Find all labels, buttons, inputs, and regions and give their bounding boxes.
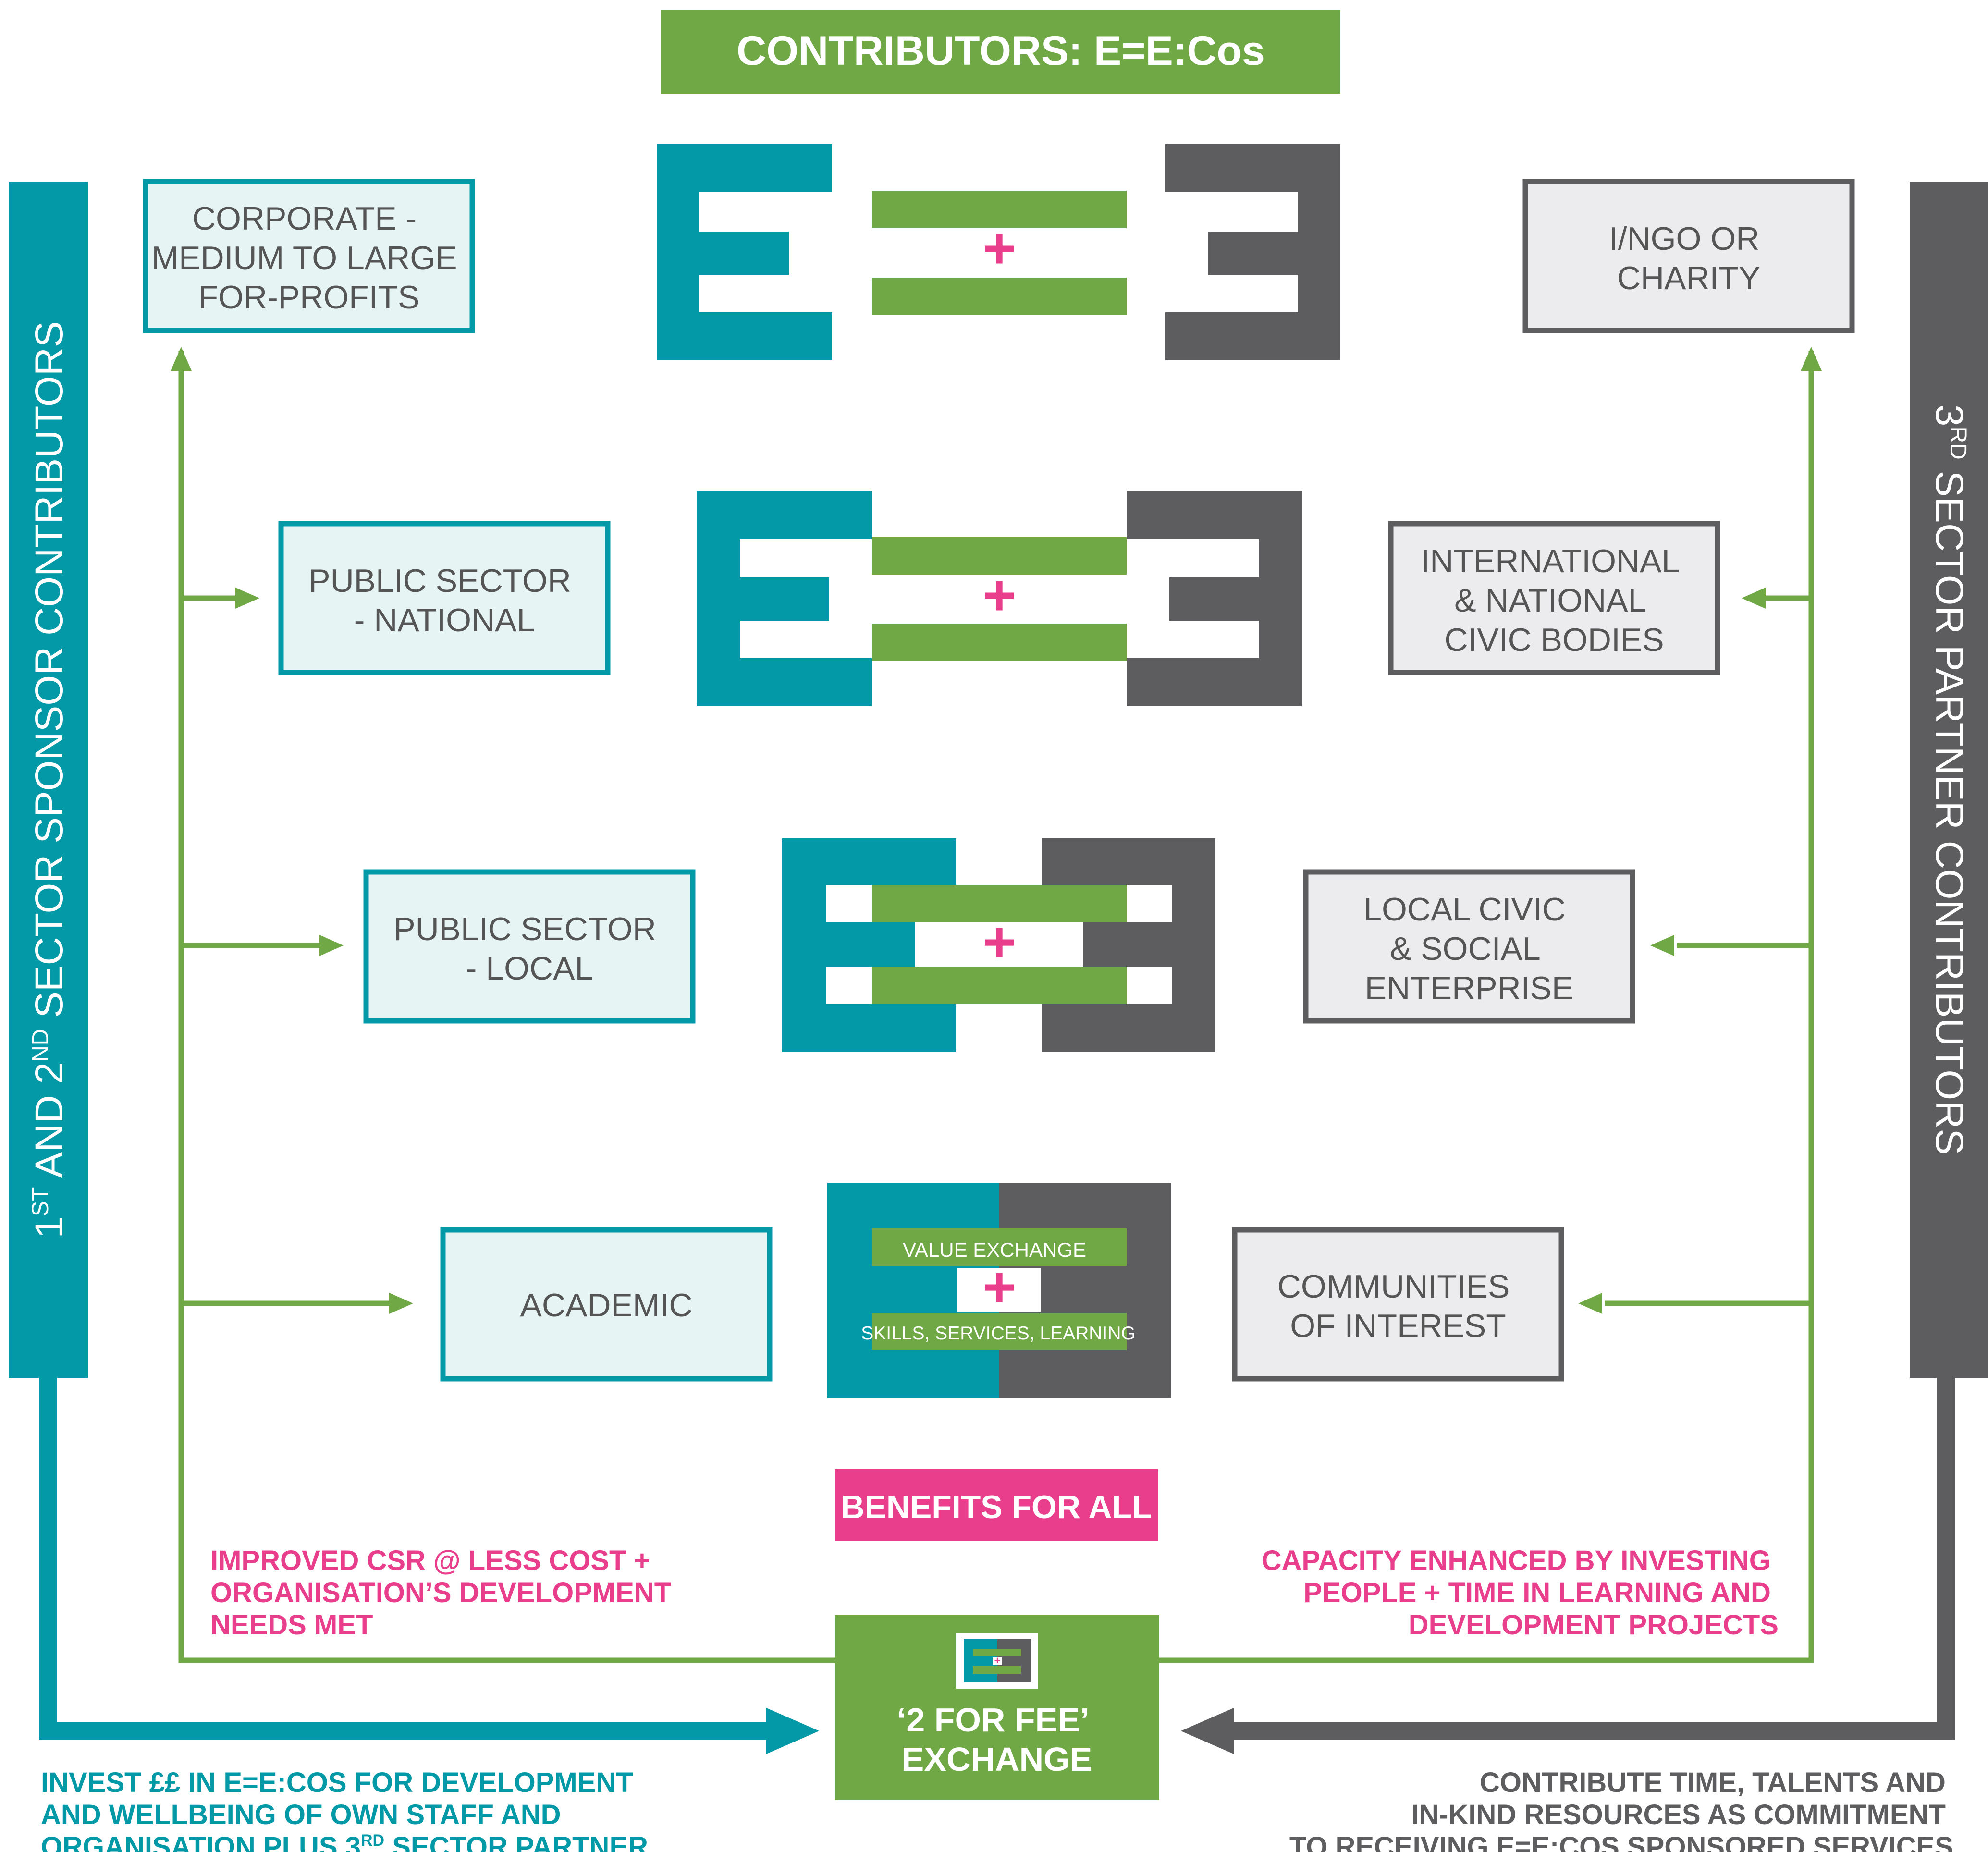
arrow-right-icon — [389, 1293, 413, 1314]
green-connectors — [178, 351, 1814, 1663]
teal-e-letter — [782, 838, 956, 1052]
skills-services-learning-bar — [872, 1313, 1127, 1350]
arrow-right-icon — [235, 588, 259, 609]
arrow-right-icon — [319, 935, 344, 956]
sponsor-benefit-text: IMPROVED CSR @ LESS COST + ORGANISATION’… — [210, 1545, 679, 1641]
eecos-logo-stage-1: + — [657, 144, 1340, 360]
grey-e-letter — [1127, 491, 1302, 706]
sponsor-feed-arrow — [39, 1374, 819, 1754]
partner-benefit-text: CAPACITY ENHANCED BY INVESTING PEOPLE + … — [1262, 1545, 1779, 1641]
right-sidebar — [1910, 182, 1988, 1378]
arrow-left-icon — [1578, 1293, 1602, 1314]
box-civic-bodies — [1388, 521, 1720, 675]
title-banner — [661, 10, 1340, 94]
sponsor-investment-caption: INVEST ££ IN E=E:COS FOR DEVELOPMENT AND… — [41, 1767, 648, 1852]
equals-bar-top — [872, 537, 1127, 575]
svg-text:+: + — [994, 1655, 1001, 1667]
mini-eecos-logo-icon: + — [956, 1633, 1038, 1689]
benefits-badge — [835, 1469, 1158, 1541]
box-public-local — [363, 869, 696, 1024]
page-title: CONTRIBUTORS: E=E:Cos — [736, 28, 1265, 74]
exchange-label: ‘2 FOR FEE’ EXCHANGE — [897, 1701, 1097, 1778]
right-sidebar-label: 3RD SECTOR PARTNER CONTRIBUTORS — [1927, 405, 1971, 1155]
left-sidebar — [9, 182, 88, 1378]
box-communities — [1232, 1227, 1564, 1382]
box-corporate — [143, 179, 475, 333]
box-academic-label: ACADEMIC — [520, 1287, 693, 1324]
box-communities-label: COMMUNITIES OF INTEREST — [1277, 1268, 1519, 1344]
equals-bar-bottom — [872, 624, 1127, 661]
partner-boxes: I/NGO OR CHARITY INTERNATIONAL & NATIONA… — [1232, 179, 1855, 1382]
plus-icon: + — [982, 216, 1016, 281]
arrow-up-right-icon — [1801, 347, 1822, 371]
box-academic — [440, 1227, 773, 1382]
plus-icon: + — [982, 563, 1016, 627]
grey-e-letter — [1042, 838, 1215, 1052]
box-public-national-label: PUBLIC SECTOR - NATIONAL — [308, 563, 580, 638]
equals-bar-bottom — [872, 278, 1127, 315]
arrow-left-icon — [1181, 1708, 1234, 1754]
equals-bar-bottom — [872, 967, 1127, 1004]
eecos-logo-stage-2: + — [697, 491, 1302, 706]
plus-icon: + — [982, 910, 1016, 974]
value-exchange-label: VALUE EXCHANGE — [903, 1239, 1086, 1261]
partner-contribution-caption: CONTRIBUTE TIME, TALENTS AND IN-KIND RES… — [1289, 1767, 1953, 1852]
teal-e-letter — [657, 144, 832, 360]
partner-feed-arrow — [1181, 1374, 1955, 1754]
arrow-left-icon — [1742, 588, 1766, 609]
sponsor-boxes: CORPORATE - MEDIUM TO LARGE FOR-PROFITS … — [143, 179, 773, 1382]
equals-bar-top — [872, 191, 1127, 228]
arrow-right-icon — [766, 1708, 819, 1754]
green-arrowheads — [171, 347, 1822, 1314]
equals-bar-top — [872, 885, 1127, 922]
box-ngo-charity-label: I/NGO OR CHARITY — [1609, 221, 1768, 296]
eecos-logo-stage-4: VALUE EXCHANGE SKILLS, SERVICES, LEARNIN… — [827, 1183, 1171, 1398]
left-sidebar-label: 1ST AND 2ND SECTOR SPONSOR CONTRIBUTORS — [27, 321, 71, 1238]
box-local-civic-label: LOCAL CIVIC & SOCIAL ENTERPRISE — [1363, 891, 1575, 1006]
grey-e-letter — [1165, 144, 1340, 360]
box-public-local-label: PUBLIC SECTOR - LOCAL — [393, 911, 665, 987]
arrow-up-left-icon — [171, 347, 192, 371]
value-exchange-bar — [872, 1228, 1127, 1266]
center-window — [957, 1268, 1041, 1312]
teal-e-letter — [697, 491, 872, 706]
box-local-civic — [1303, 869, 1635, 1024]
box-civic-bodies-label: INTERNATIONAL & NATIONAL CIVIC BODIES — [1421, 543, 1687, 658]
box-public-national — [278, 521, 611, 675]
plus-icon: + — [982, 1255, 1016, 1319]
skills-services-learning-label: SKILLS, SERVICES, LEARNING — [861, 1323, 1136, 1344]
box-corporate-label: CORPORATE - MEDIUM TO LARGE FOR-PROFITS — [152, 200, 466, 316]
box-ngo-charity — [1522, 179, 1855, 333]
eecos-logo-stage-3: + — [782, 838, 1215, 1052]
benefits-label: BENEFITS FOR ALL — [841, 1489, 1152, 1525]
arrow-left-icon — [1650, 935, 1674, 956]
